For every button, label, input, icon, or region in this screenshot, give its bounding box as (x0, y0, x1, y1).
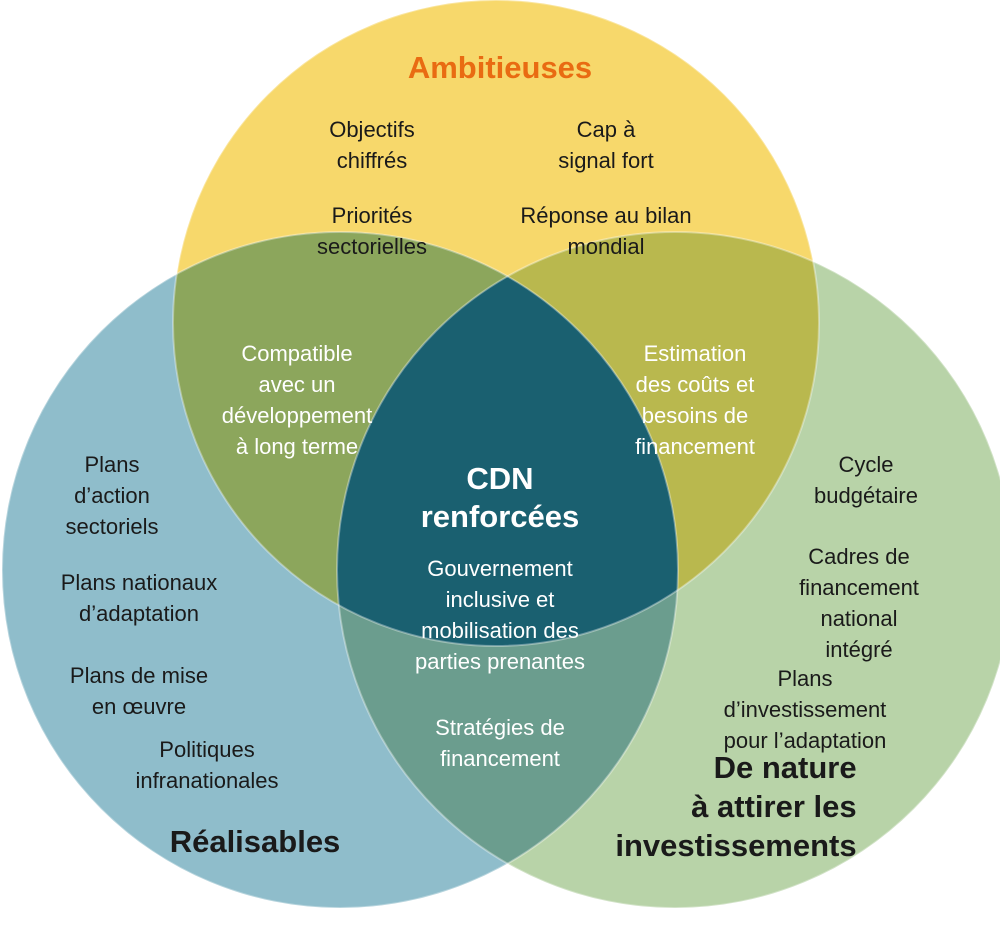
ambitious-title: Ambitieuses (407, 50, 593, 85)
center-text: Gouvernement inclusive et mobilisation d… (415, 556, 585, 674)
ambitious-item: Cap à signal fort (558, 117, 654, 173)
feasible-item: Plans de mise en œuvre (69, 663, 209, 719)
ambitious-item: Réponse au bilan mondial (520, 203, 692, 259)
investment-item: Cycle budgétaire (814, 452, 918, 508)
feasible-item: Plans nationaux d’adaptation (60, 570, 218, 626)
overlap-feasible-investment-label: Stratégies de financement (435, 715, 565, 771)
feasible-item: Plans d’action sectoriels (65, 452, 159, 539)
overlap-ambitious-feasible-label: Compatible avec un développement à long … (221, 341, 373, 459)
investment-item: Cadres de financement national intégré (799, 544, 919, 662)
investment-outline (336, 231, 1000, 909)
center-overlap (337, 232, 678, 646)
feasible-outline (1, 231, 679, 909)
ambitious-item: Objectifs chiffrés (329, 117, 415, 173)
overlap-ambitious-investment-label: Estimation des coûts et besoins de finan… (635, 341, 755, 459)
ambitious-outline (172, 0, 820, 647)
center-title: CDN renforcées (420, 461, 580, 534)
ambitious-item: Priorités sectorielles (316, 203, 428, 259)
feasible-title: Réalisables (169, 824, 341, 859)
investment-item: Plans d’investissement pour l’adaptation (723, 666, 887, 753)
feasible-item: Politiques infranationales (135, 737, 279, 793)
investment-title: De nature à attirer les investissements (615, 750, 857, 863)
